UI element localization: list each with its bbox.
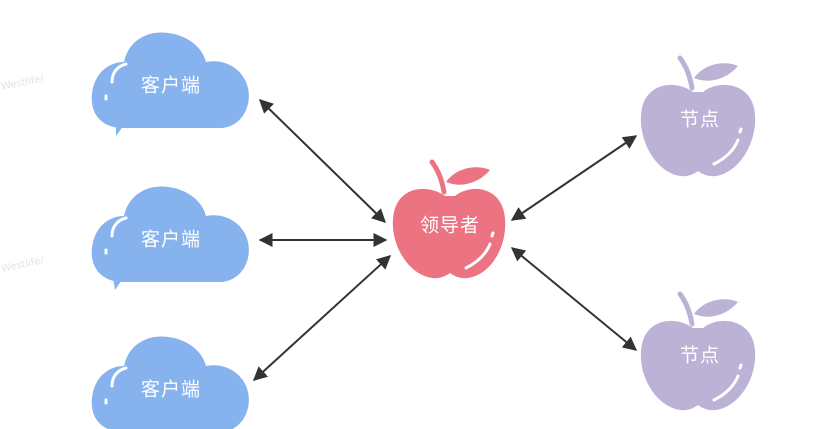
client-label-3: 客户端 (141, 379, 201, 401)
node-label-1: 节点 (680, 109, 720, 131)
node-label-2: 节点 (680, 345, 720, 367)
client-cloud-3: 客户端 (91, 336, 249, 429)
watermark-text: Westlife/ (0, 255, 45, 275)
arrow-client1-leader (258, 99, 387, 223)
watermark-text: Westlife/ (0, 73, 45, 93)
node-apple-1: 节点 (640, 55, 756, 177)
client-label-2: 客户端 (141, 229, 201, 251)
client-cloud-1: 客户端 (91, 32, 249, 136)
node-apple-2: 节点 (640, 291, 756, 411)
arrow-client3-leader (252, 255, 392, 381)
client-cloud-2: 客户端 (91, 186, 249, 290)
arrow-leader-node1 (510, 135, 638, 221)
leader-label: 领导者 (420, 215, 480, 237)
client-label-1: 客户端 (141, 75, 201, 97)
arrow-leader-node2 (510, 247, 638, 351)
leader-apple: 领导者 (392, 159, 506, 279)
